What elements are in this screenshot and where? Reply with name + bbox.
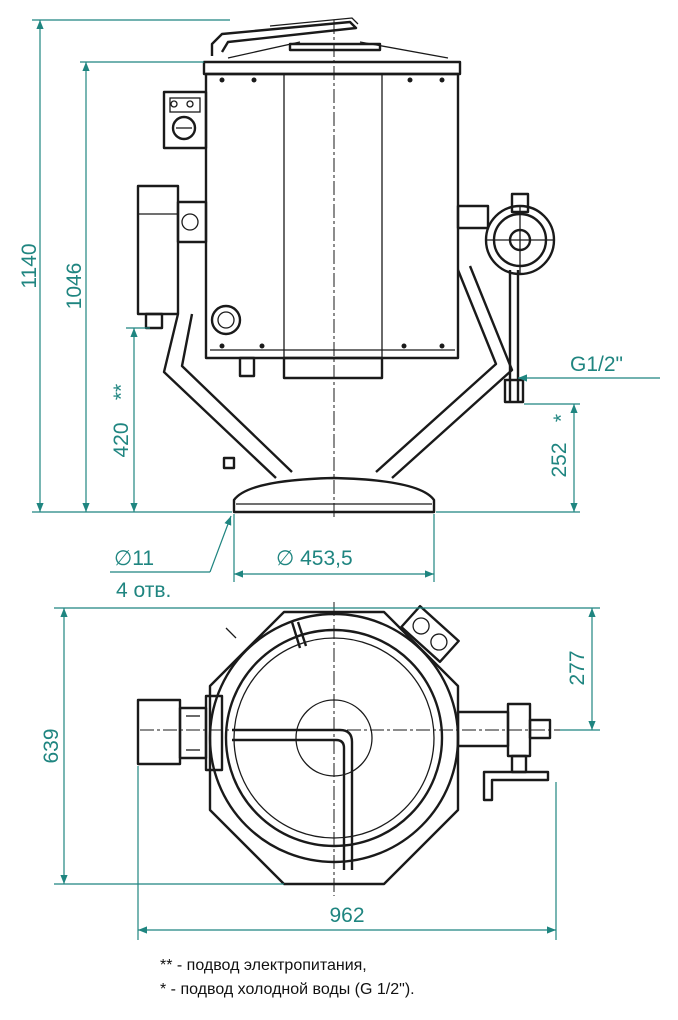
legend: ** - подвод электропитания, * - подвод х… bbox=[160, 954, 415, 1002]
dim-body-height: 1046 bbox=[63, 263, 86, 310]
control-box bbox=[162, 90, 208, 150]
legend-power: ** - подвод электропитания, bbox=[160, 957, 367, 974]
dim-power-mark: ** bbox=[110, 384, 133, 400]
dim-plan-width: 962 bbox=[329, 904, 364, 927]
plan-lever bbox=[290, 621, 308, 649]
dim-plan-depth: 639 bbox=[40, 728, 63, 763]
support-legs bbox=[162, 265, 514, 479]
crank-wheel bbox=[456, 192, 556, 404]
plan-view bbox=[136, 602, 560, 896]
left-motor-box bbox=[136, 184, 208, 330]
dim-water-inlet: 252 bbox=[548, 442, 571, 477]
dim-plan-offset: 277 bbox=[566, 650, 589, 685]
dim-overall-height: 1140 bbox=[18, 243, 41, 288]
legend-water: * - подвод холодной воды (G 1/2"). bbox=[160, 981, 415, 998]
plan-gear-block bbox=[400, 604, 460, 664]
dimensions-front: 1140 1046 420 ** G1/2" 252 * ∅ 453,5 ∅11… bbox=[18, 19, 660, 602]
dim-hole-count: 4 отв. bbox=[116, 579, 171, 602]
plan-left-box bbox=[136, 694, 224, 772]
dim-hole-diameter: ∅11 bbox=[114, 547, 154, 570]
body-knob bbox=[210, 304, 242, 336]
base-plate bbox=[232, 476, 436, 514]
front-view bbox=[136, 17, 556, 518]
plan-right-crank bbox=[456, 702, 552, 802]
dim-water-mark: * bbox=[550, 414, 573, 422]
rivets bbox=[219, 77, 445, 349]
dim-power-inlet: 420 bbox=[110, 422, 133, 457]
dim-base-diameter: ∅ 453,5 bbox=[276, 547, 353, 570]
dim-water-thread: G1/2" bbox=[570, 353, 623, 376]
dimensions-plan: 639 277 962 bbox=[40, 607, 600, 940]
